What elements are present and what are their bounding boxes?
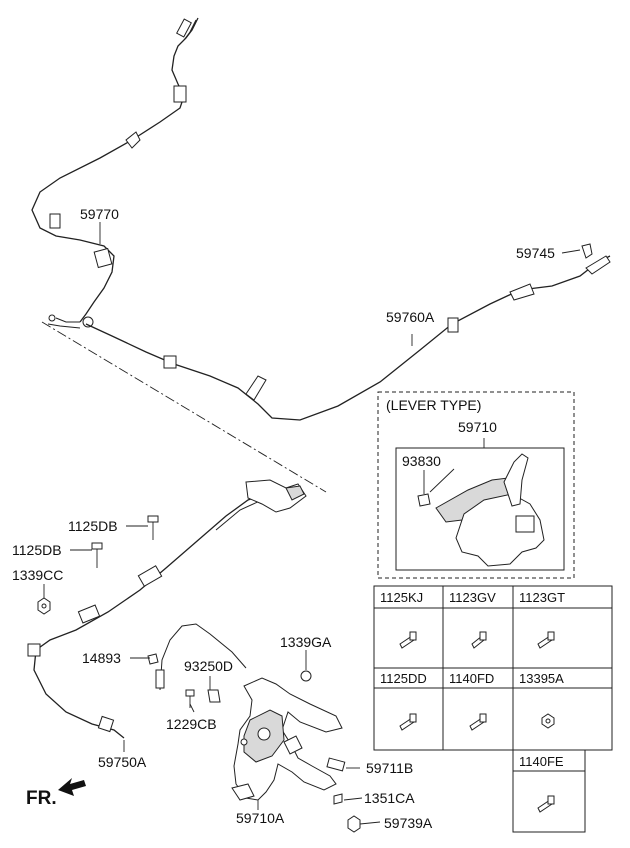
cable-59760A xyxy=(47,255,611,421)
pad-59711B xyxy=(326,757,346,772)
bolt-icon-1125DD xyxy=(399,713,417,731)
label-1125DB-lower: 1125DB xyxy=(12,542,62,558)
bolt-1125DB-lower xyxy=(91,542,103,568)
label-1229CB: 1229CB xyxy=(166,716,217,732)
label-lever-type: (LEVER TYPE) xyxy=(386,397,481,413)
nut-icon-13395A xyxy=(541,713,555,729)
cable-59750A xyxy=(27,479,307,739)
front-arrow-icon xyxy=(58,778,86,796)
label-front: FR. xyxy=(26,788,57,809)
table-header-13395A: 13395A xyxy=(519,671,564,686)
bolt-icon-1140FD xyxy=(469,713,487,731)
nut-59739A xyxy=(347,815,361,833)
label-1339GA: 1339GA xyxy=(280,634,332,650)
label-1339CC: 1339CC xyxy=(12,567,63,583)
bolt-1125DB-upper xyxy=(147,515,159,540)
clip-59745 xyxy=(581,243,593,259)
label-59750A: 59750A xyxy=(98,754,147,770)
cable-59770 xyxy=(31,17,199,328)
label-59711B: 59711B xyxy=(366,760,413,776)
label-59710A: 59710A xyxy=(236,810,285,826)
bolt-icon-1125KJ xyxy=(399,631,417,649)
bolt-1229CB xyxy=(185,689,195,708)
leader-lines xyxy=(43,222,581,825)
label-59760A: 59760A xyxy=(386,309,435,325)
table-header-1125KJ: 1125KJ xyxy=(380,590,423,605)
label-93250D: 93250D xyxy=(184,658,233,674)
table-header-1123GV: 1123GV xyxy=(449,590,496,605)
nut-1339CC xyxy=(37,597,51,615)
table-header-1140FE: 1140FE xyxy=(519,754,564,769)
fastener-table xyxy=(373,585,613,833)
label-1125DB-upper: 1125DB xyxy=(68,518,118,534)
table-header-1125DD: 1125DD xyxy=(380,671,427,686)
bolt-icon-1123GT xyxy=(537,631,555,649)
lever-type-box xyxy=(377,391,575,579)
label-1351CA: 1351CA xyxy=(364,790,415,806)
reference-line xyxy=(41,321,327,493)
label-14893: 14893 xyxy=(82,650,121,666)
table-header-1123GT: 1123GT xyxy=(519,590,565,605)
label-59739A: 59739A xyxy=(384,815,433,831)
bolt-icon-1123GV xyxy=(471,631,487,649)
label-59770: 59770 xyxy=(80,206,119,222)
label-59710: 59710 xyxy=(458,419,497,435)
clip-1351CA xyxy=(333,793,343,805)
cable-pedal-link xyxy=(147,623,247,691)
bolt-icon-1140FE xyxy=(537,795,555,813)
pedal-assembly-59710A xyxy=(231,677,343,801)
label-59745: 59745 xyxy=(516,245,555,261)
label-93830: 93830 xyxy=(402,453,441,469)
clip-93250D xyxy=(207,689,221,703)
table-header-1140FD: 1140FD xyxy=(449,671,494,686)
nut-1339GA xyxy=(300,670,312,682)
